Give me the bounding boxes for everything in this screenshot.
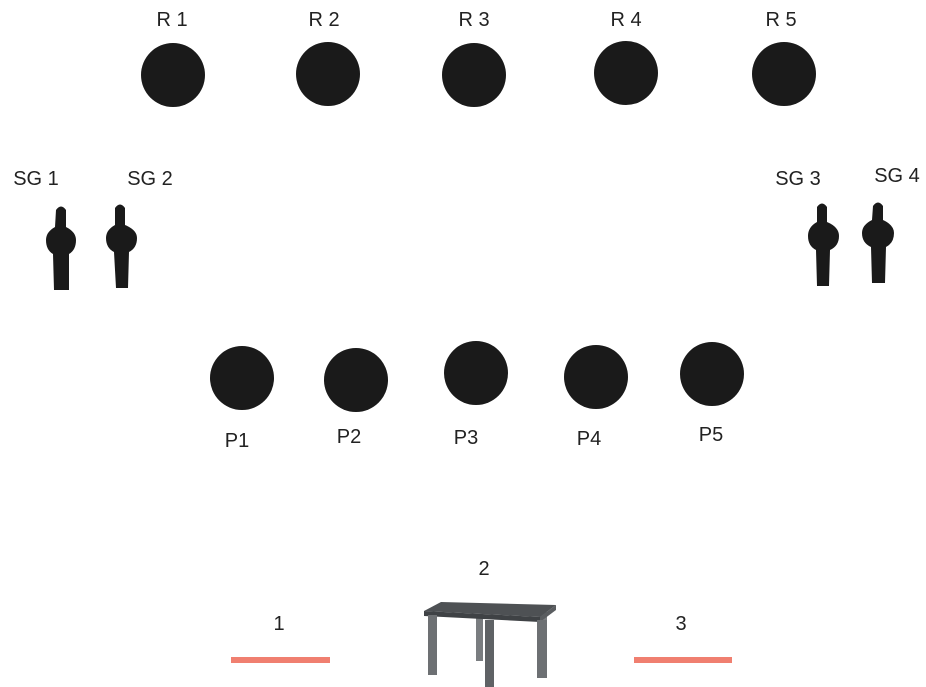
side-guard-label: SG 3 [775, 168, 821, 190]
receiver-label: R 4 [610, 9, 641, 31]
performer-label: P4 [577, 428, 601, 450]
station-label: 2 [478, 558, 489, 580]
position-line [231, 657, 330, 663]
receiver-r3: R 3 [442, 9, 506, 107]
performer-marker [444, 341, 508, 405]
receiver-label: R 5 [765, 9, 796, 31]
receiver-label: R 1 [156, 9, 187, 31]
station-1: 1 [231, 613, 330, 663]
performer-p3: P3 [444, 341, 508, 449]
performer-p1: P1 [210, 346, 274, 452]
table-icon [424, 602, 556, 687]
side-guard-sg3: SG 3 [775, 168, 839, 286]
performer-marker [680, 342, 744, 406]
performer-label: P1 [225, 430, 249, 452]
side-guard-label: SG 1 [13, 168, 59, 190]
receiver-marker [296, 42, 360, 106]
side-guard-sg4: SG 4 [862, 165, 920, 283]
stations: 1 2 3 [231, 558, 732, 687]
performer-label: P2 [337, 426, 361, 448]
side-guard-icon [862, 202, 894, 283]
receiver-row: R 1 R 2 R 3 R 4 R 5 [141, 9, 816, 107]
side-guard-sg2: SG 2 [106, 168, 173, 288]
station-2: 2 [424, 558, 556, 687]
performer-label: P5 [699, 424, 723, 446]
receiver-marker [141, 43, 205, 107]
performer-marker [324, 348, 388, 412]
performer-marker [564, 345, 628, 409]
receiver-label: R 2 [308, 9, 339, 31]
receiver-marker [752, 42, 816, 106]
performer-row: P1 P2 P3 P4 P5 [210, 341, 744, 452]
performer-p5: P5 [680, 342, 744, 446]
side-guard-label: SG 2 [127, 168, 173, 190]
performer-p2: P2 [324, 348, 388, 448]
receiver-r1: R 1 [141, 9, 205, 107]
station-3: 3 [634, 613, 732, 663]
side-guards: SG 1 SG 2 SG 3 SG 4 [13, 165, 920, 290]
station-label: 3 [675, 613, 686, 635]
side-guard-icon [46, 206, 76, 290]
performer-label: P3 [454, 427, 478, 449]
side-guard-sg1: SG 1 [13, 168, 76, 290]
receiver-r4: R 4 [594, 9, 658, 105]
side-guard-label: SG 4 [874, 165, 920, 187]
receiver-r5: R 5 [752, 9, 816, 106]
receiver-label: R 3 [458, 9, 489, 31]
receiver-marker [442, 43, 506, 107]
performer-p4: P4 [564, 345, 628, 450]
side-guard-icon [808, 203, 839, 286]
position-line [634, 657, 732, 663]
receiver-r2: R 2 [296, 9, 360, 106]
side-guard-icon [106, 204, 137, 288]
receiver-marker [594, 41, 658, 105]
performer-marker [210, 346, 274, 410]
station-label: 1 [273, 613, 284, 635]
